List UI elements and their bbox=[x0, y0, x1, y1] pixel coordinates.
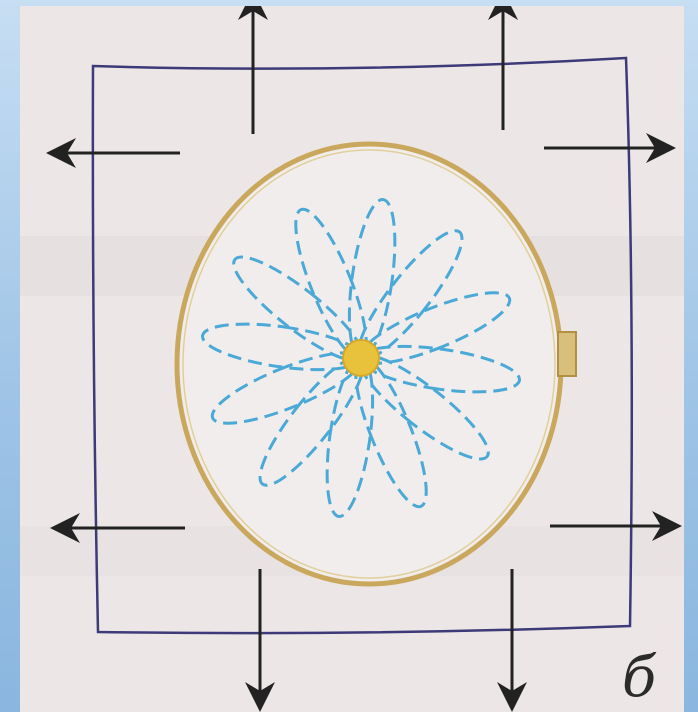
hoop-screw bbox=[558, 332, 576, 376]
flower-center bbox=[343, 340, 379, 376]
embroidery-illustration bbox=[20, 6, 684, 712]
hoop-stretching-diagram bbox=[20, 6, 684, 712]
figure-caption-letter: б bbox=[622, 650, 656, 706]
